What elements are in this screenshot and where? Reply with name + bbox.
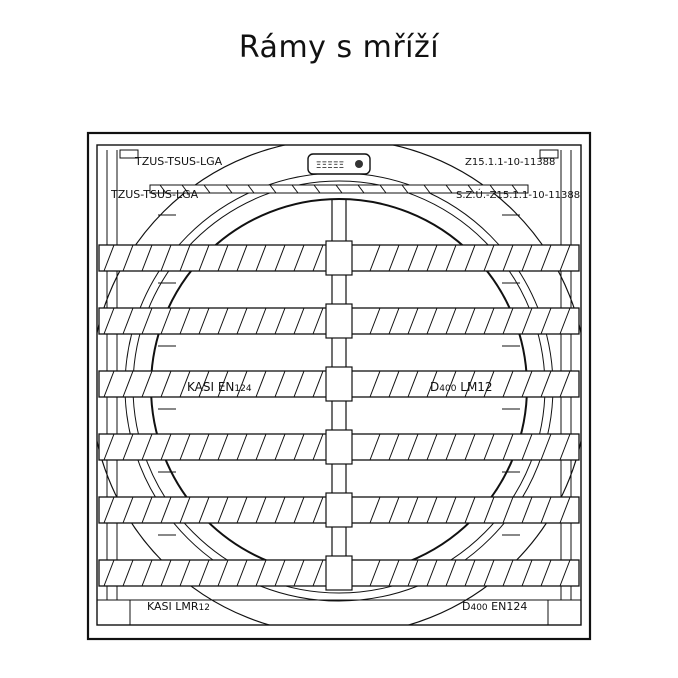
grate-bar — [98, 429, 580, 465]
grate-bar — [98, 240, 580, 276]
marking-bottom-right: D400 EN124 — [462, 600, 527, 613]
inner-frame — [96, 144, 582, 626]
marking-bottom-left: KASI LMR12 — [147, 600, 210, 613]
grate-bar — [98, 492, 580, 528]
grate-bar — [98, 555, 580, 591]
grate-bar — [98, 366, 580, 402]
date-plate: ΞΞΞΞΞ — [307, 153, 371, 175]
marking-top-right-inner: Z15.1.1-10-11388 — [465, 157, 555, 168]
marking-top-left-inner: TZUS-TSUS-LGA — [134, 155, 223, 168]
grate-thin-bar — [149, 184, 529, 194]
marking-top-left-outer: TZUS-TSUS-LGA — [110, 188, 199, 201]
marking-middle-left: KASI EN124 — [187, 380, 252, 394]
marking-middle-right: D400 LM12 — [430, 380, 493, 394]
grate-bar — [98, 303, 580, 339]
grate-bars — [98, 184, 580, 591]
page-title: Rámy s mříží — [238, 30, 440, 65]
marking-top-right-outer: S.Z.Ú.-Z15.1.1-10-11388 — [456, 188, 580, 201]
date-plate-text: ΞΞΞΞΞ — [316, 161, 344, 171]
